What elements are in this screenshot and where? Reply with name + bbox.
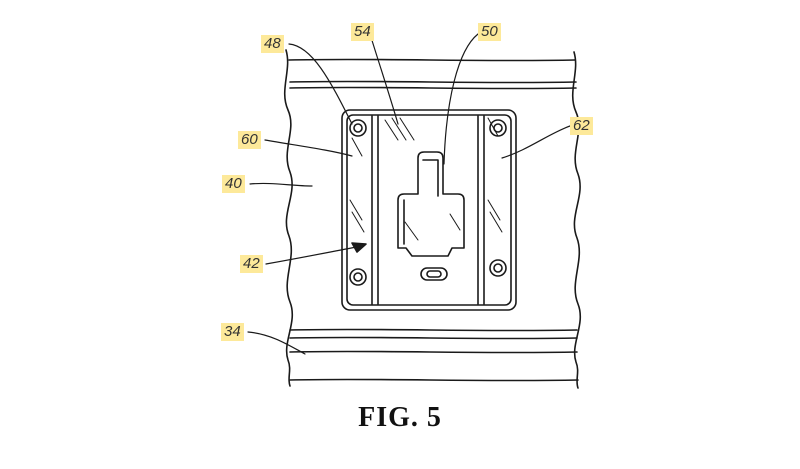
screw-top-left: [349, 119, 367, 137]
arrowhead-42: [351, 242, 367, 253]
screw-bottom-left: [349, 268, 367, 286]
figure-caption: FIG. 5: [358, 402, 442, 433]
glare-hatching: [349, 117, 503, 241]
mounting-plate: [341, 109, 517, 311]
label-54: 54: [351, 23, 374, 41]
label-62: 62: [570, 117, 593, 135]
label-42: 42: [240, 255, 263, 273]
label-60: 60: [238, 131, 261, 149]
small-slot: [420, 267, 448, 281]
label-34: 34: [221, 323, 244, 341]
wall-panel-outline: [284, 49, 582, 389]
label-50: 50: [478, 23, 501, 41]
screw-bottom-right: [489, 259, 507, 277]
screw-top-right: [489, 119, 507, 137]
label-48: 48: [261, 35, 284, 53]
keyhole-opening: [397, 151, 465, 257]
label-40: 40: [222, 175, 245, 193]
leader-lines: [247, 33, 571, 355]
